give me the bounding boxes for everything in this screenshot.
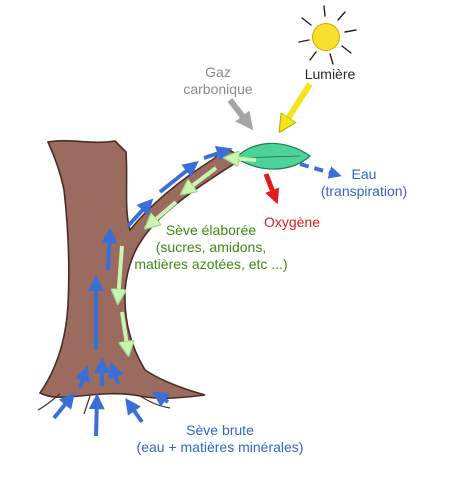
water-label: Eau (transpiration) <box>312 166 416 200</box>
elaborated-sap-label-line1: Sève élaborée <box>165 222 257 238</box>
co2-label-line2: carbonique <box>183 81 253 97</box>
water-label-line2: (transpiration) <box>320 183 408 199</box>
oxygen-label: Oxygène <box>263 214 321 230</box>
elaborated-sap-label-line3: matières azotées, etc ...) <box>134 256 288 272</box>
water-transpiration-arrow <box>299 162 342 179</box>
co2-arrow <box>227 98 254 131</box>
sun-icon <box>298 5 357 65</box>
raw-sap-label-line2: (eau + matières minérales) <box>136 439 304 455</box>
co2-label-line1: Gaz <box>205 64 231 80</box>
oxygen-arrow <box>263 173 280 205</box>
elaborated-sap-label: Sève élaborée (sucres, amidons, matières… <box>130 222 292 273</box>
light-arrow <box>282 82 313 128</box>
tree-trunk <box>37 139 242 415</box>
co2-label: Gaz carbonique <box>178 64 258 98</box>
light-label: Lumière <box>304 66 356 82</box>
raw-sap-label: Sève brute (eau + matières minérales) <box>134 422 306 456</box>
raw-sap-label-line1: Sève brute <box>186 422 254 438</box>
elaborated-sap-arrows <box>118 158 257 352</box>
leaf-icon <box>235 142 311 170</box>
water-label-line1: Eau <box>351 166 377 182</box>
raw-sap-arrows <box>52 145 233 437</box>
elaborated-sap-label-line2: (sucres, amidons, <box>155 239 267 255</box>
